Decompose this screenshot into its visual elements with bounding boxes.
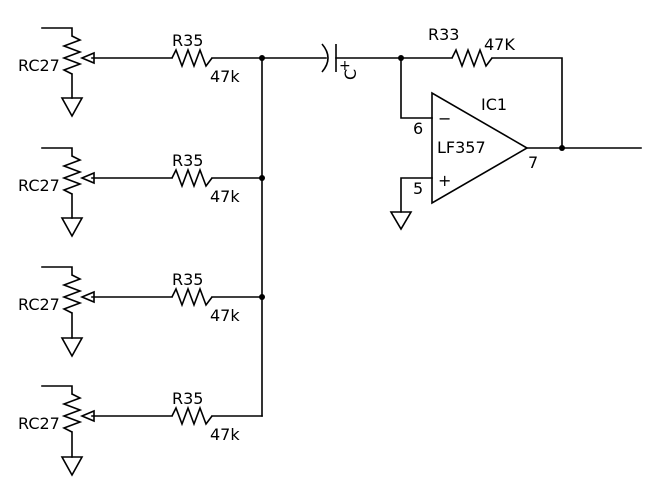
opamp-ref: IC1 [481, 95, 507, 114]
wiper-arrow-2 [79, 171, 95, 185]
wiper-arrow-1 [79, 51, 95, 65]
junction-dot [259, 294, 265, 300]
pin-6-label: 6 [413, 119, 423, 138]
summing-bus [259, 55, 265, 417]
pin-7-label: 7 [528, 153, 538, 172]
opamp-minus-sign: − [438, 109, 451, 128]
pot-label-1: RC27 [18, 56, 60, 75]
coupling-capacitor: + C [261, 43, 402, 80]
potentiometer-3 [61, 274, 83, 314]
pot-label-4: RC27 [18, 414, 60, 433]
resistor-value-2: 47k [210, 187, 240, 206]
capacitor-polarity: + [339, 58, 351, 74]
resistor-ref-2: R35 [172, 151, 203, 170]
ground-symbol-1 [60, 97, 84, 118]
capacitor-label: C [341, 69, 360, 80]
resistor-1 [171, 47, 213, 69]
junction-dot [259, 175, 265, 181]
input-stage-4: RC27 R35 47k [18, 385, 263, 477]
pin-5-label: 5 [413, 179, 423, 198]
wiper-arrow-3 [79, 290, 95, 304]
resistor-2 [171, 167, 213, 189]
pot-label-3: RC27 [18, 295, 60, 314]
resistor-value-3: 47k [210, 306, 240, 325]
pot-label-2: RC27 [18, 176, 60, 195]
feedback-network: R33 47K [398, 25, 563, 149]
potentiometer-4 [61, 393, 83, 433]
resistor-value-4: 47k [210, 425, 240, 444]
ground-symbol-2 [60, 217, 84, 238]
opamp-part: LF357 [437, 138, 486, 157]
opamp-ground-symbol [389, 211, 413, 231]
feedback-resistor-value: 47K [484, 35, 515, 54]
resistor-ref-4: R35 [172, 389, 203, 408]
feedback-resistor [451, 47, 493, 69]
output-junction-dot [559, 145, 565, 151]
wiper-arrow-4 [79, 409, 95, 423]
resistor-ref-1: R35 [172, 31, 203, 50]
feedback-resistor-ref: R33 [428, 25, 459, 44]
opamp-triangle [431, 91, 529, 205]
opamp: IC1 LF357 − + 6 5 7 [389, 91, 642, 231]
input-stage-1: RC27 R35 47k [18, 27, 263, 118]
potentiometer-1 [61, 35, 83, 75]
input-stage-3: RC27 R35 47k [18, 266, 263, 358]
resistor-ref-3: R35 [172, 270, 203, 289]
potentiometer-2 [61, 155, 83, 195]
resistor-3 [171, 286, 213, 308]
opamp-plus-sign: + [438, 171, 451, 190]
capacitor-curved-plate [321, 43, 329, 73]
input-stage-2: RC27 R35 47k [18, 147, 263, 238]
ground-symbol-4 [60, 456, 84, 477]
resistor-4 [171, 405, 213, 427]
resistor-value-1: 47k [210, 67, 240, 86]
ground-symbol-3 [60, 337, 84, 358]
